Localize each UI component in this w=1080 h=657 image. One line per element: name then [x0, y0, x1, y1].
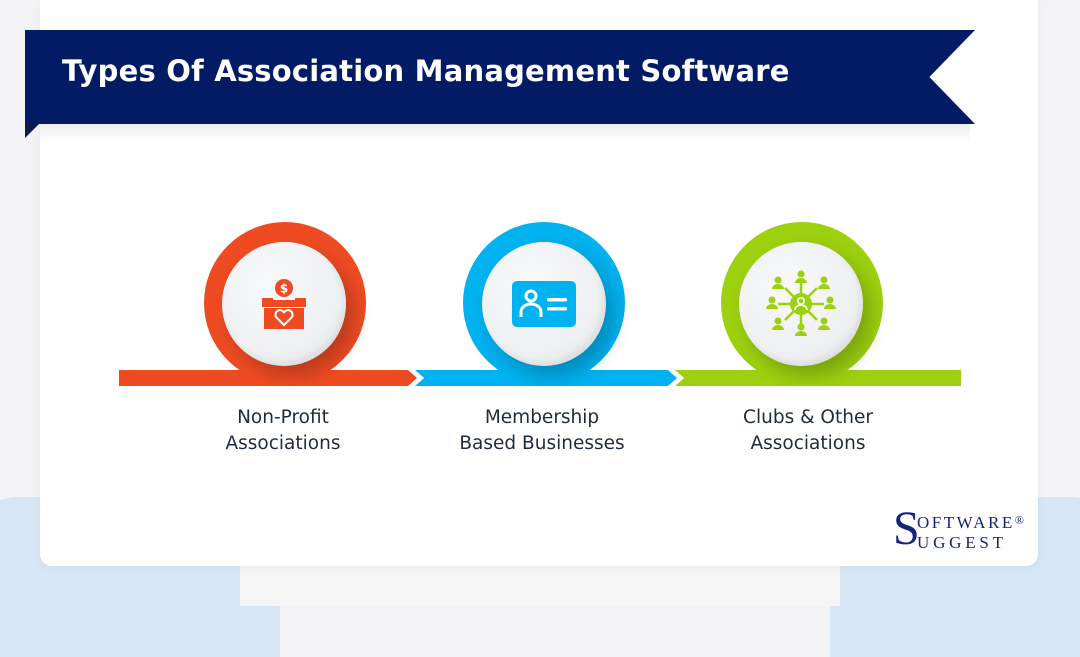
- item-label-non-profit: Non-Profit Associations: [163, 405, 403, 457]
- donation-box-heart-icon: $: [262, 279, 306, 329]
- icon-disc-clubs: [739, 242, 863, 366]
- title-banner: [25, 30, 975, 124]
- logo-line1: OFTWARE®: [917, 513, 1024, 533]
- id-card-icon: [512, 281, 576, 327]
- item-label-clubs: Clubs & Other Associations: [688, 405, 928, 457]
- registered-mark: ®: [1014, 513, 1024, 527]
- background-shape-bottom: [240, 566, 840, 606]
- logo-line2: UGGEST: [917, 533, 1007, 552]
- item-label-line1: Clubs & Other: [743, 407, 873, 428]
- banner-fold: [25, 124, 39, 138]
- people-network-icon: [766, 270, 836, 336]
- item-label-membership: Membership Based Businesses: [422, 405, 662, 457]
- logo-initial: S: [893, 502, 920, 555]
- item-label-line2: Based Businesses: [459, 433, 625, 454]
- logo-line1-text: OFTWARE: [917, 513, 1015, 532]
- item-label-line2: Associations: [225, 433, 341, 454]
- page-title: Types Of Association Management Software: [62, 54, 790, 88]
- icon-disc-non-profit: $: [222, 242, 346, 366]
- item-label-line1: Non-Profit: [237, 407, 329, 428]
- icon-disc-membership: [482, 242, 606, 366]
- svg-text:$: $: [280, 282, 288, 296]
- banner-shadow: [40, 124, 970, 142]
- item-label-line2: Associations: [750, 433, 866, 454]
- item-label-line1: Membership: [484, 407, 600, 428]
